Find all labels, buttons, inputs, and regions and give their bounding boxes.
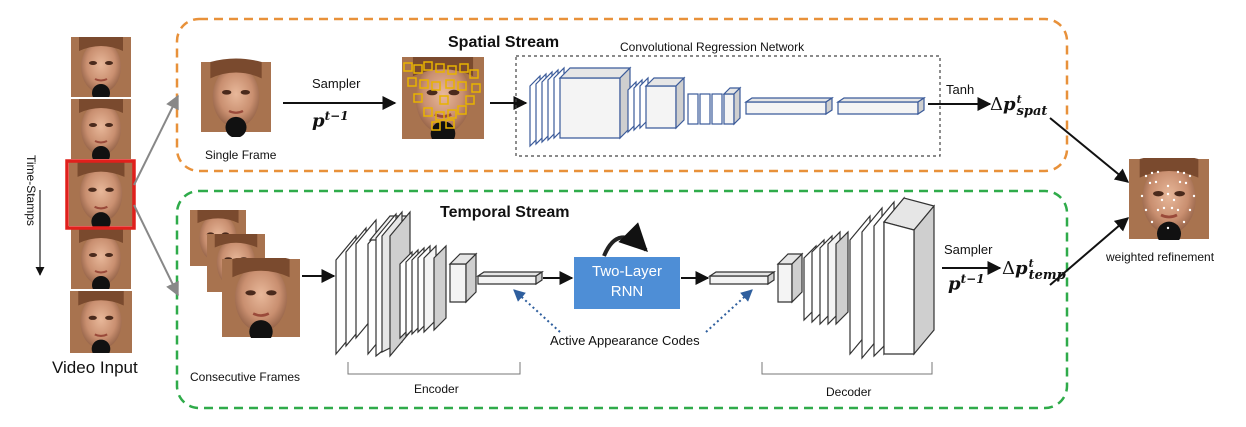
weighted-refinement-label: weighted refinement [1106,250,1215,264]
p-prev-top: pt−1 [312,109,349,132]
temp-to-output-arrow [1049,217,1130,286]
sampler-label-bottom: Sampler [944,242,993,257]
conv-layers-spatial [529,66,926,148]
current-frame-highlight [65,159,136,230]
active-appearance-codes-label: Active Appearance Codes [550,333,700,348]
video-frame-stack [69,37,133,353]
decoder-layers [708,196,936,360]
encoder-layers [335,210,544,358]
codes-arrow-right [705,289,753,333]
consecutive-frames-stack [190,210,300,338]
rnn-label-line2: RNN [610,283,644,300]
landmark-face-image [400,57,486,139]
time-stamps-label: Time-Stamps [24,155,38,226]
encoder-label: Encoder [414,382,459,396]
rnn-loop-arrow [602,222,648,257]
rnn-box: Two-Layer RNN [574,257,680,309]
temporal-stream-title: Temporal Stream [440,204,570,221]
refined-face-image [1129,158,1209,240]
sampler-label-top: Sampler [312,76,361,91]
consecutive-frames-label: Consecutive Frames [190,370,301,384]
to-spatial-arrow [133,94,179,186]
rnn-label-line1: Two-Layer [591,263,663,280]
single-frame-label: Single Frame [205,148,277,162]
tanh-label: Tanh [946,82,975,97]
video-input-label: Video Input [52,358,138,377]
p-prev-bottom: pt−1 [948,272,985,295]
single-frame-image [201,57,271,137]
spatial-stream-title: Spatial Stream [448,34,560,51]
conv-network-label: Convolutional Regression Network [620,40,805,54]
encoder-bracket [347,362,521,375]
decoder-bracket [761,362,933,375]
temporal-stream-box [175,189,1069,410]
codes-arrow-left [513,289,561,333]
decoder-label: Decoder [826,385,872,399]
conv-network-box [515,55,941,157]
to-temporal-arrow [133,204,179,297]
spat-to-output-arrow [1049,117,1130,183]
